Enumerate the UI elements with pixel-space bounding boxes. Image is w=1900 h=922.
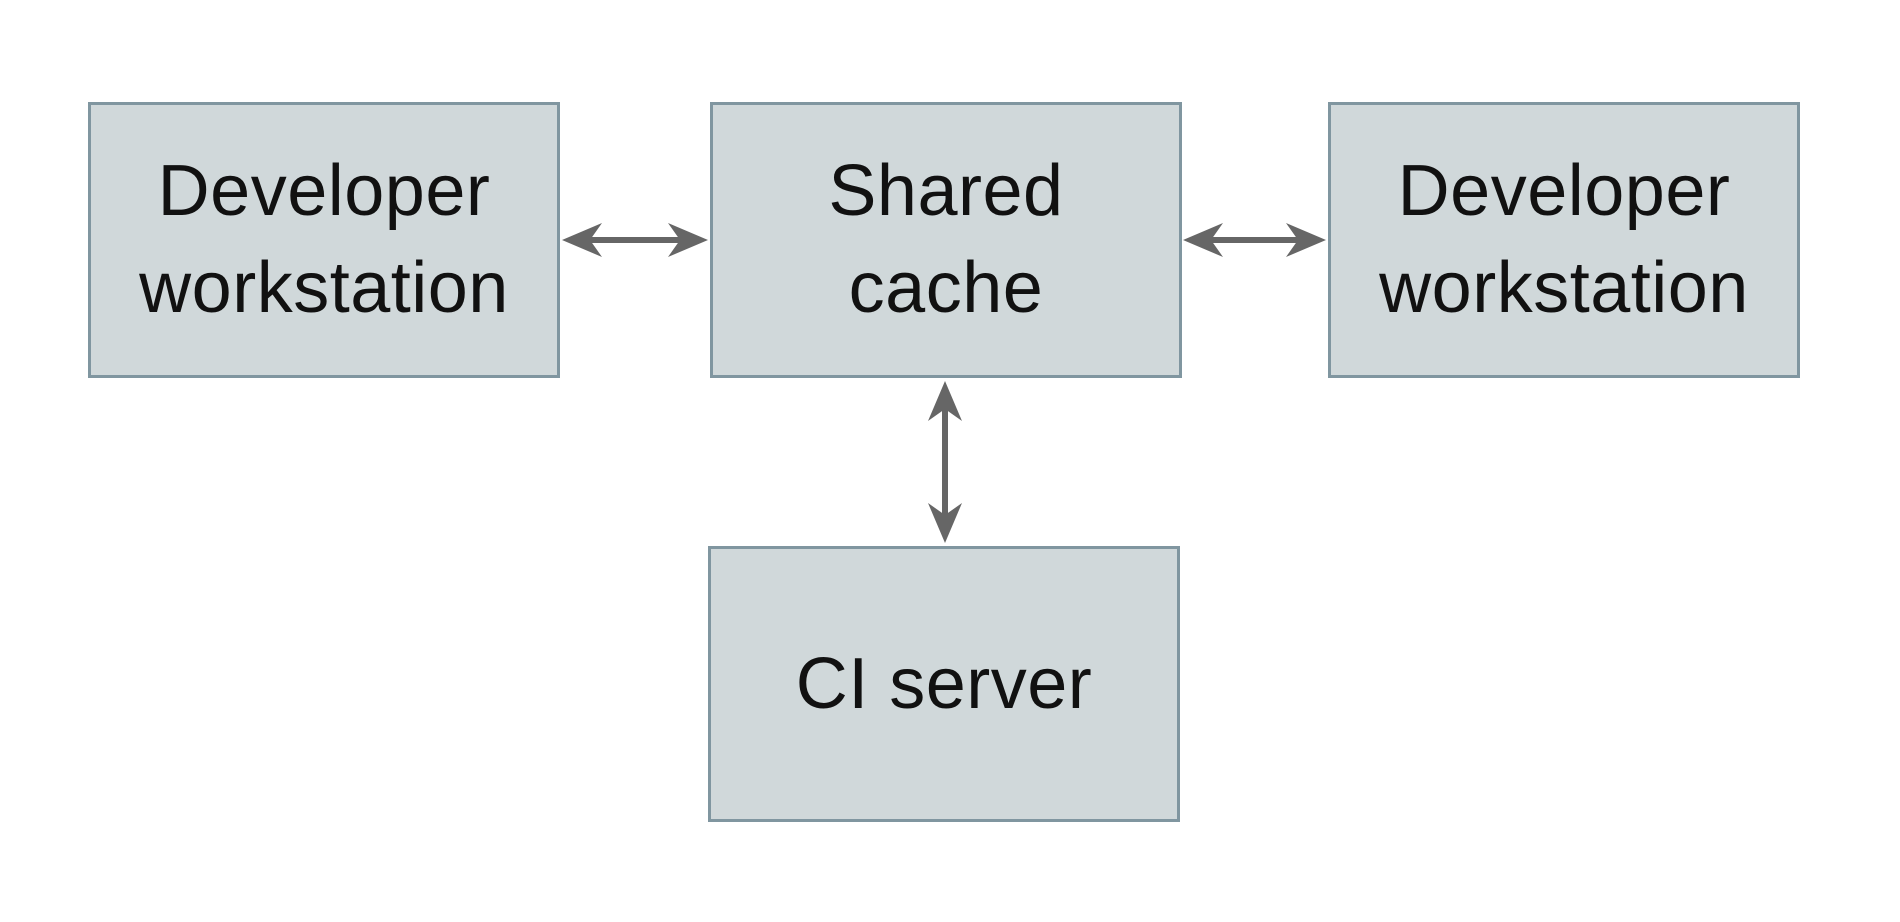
- node-developer-workstation-right-label: Developer workstation: [1379, 151, 1749, 328]
- node-developer-workstation-left: Developer workstation: [88, 102, 560, 378]
- node-shared-cache: Shared cache: [710, 102, 1182, 378]
- node-shared-cache-label: Shared cache: [828, 151, 1064, 328]
- node-ci-server: CI server: [708, 546, 1180, 822]
- node-developer-workstation-right: Developer workstation: [1328, 102, 1800, 378]
- arrow-left-workstation-cache: [562, 223, 708, 257]
- arrowhead-left-icon: [562, 223, 602, 257]
- arrow-cache-ci-server: [928, 381, 962, 543]
- arrowhead-up-icon: [928, 381, 962, 421]
- node-ci-server-label: CI server: [795, 643, 1093, 724]
- arrowhead-right-icon: [668, 223, 708, 257]
- arrowhead-right-icon: [1286, 223, 1326, 257]
- arrow-cache-right-workstation: [1183, 223, 1326, 257]
- arrowhead-down-icon: [928, 503, 962, 543]
- node-developer-workstation-left-label: Developer workstation: [139, 151, 509, 328]
- arrowhead-left-icon: [1183, 223, 1223, 257]
